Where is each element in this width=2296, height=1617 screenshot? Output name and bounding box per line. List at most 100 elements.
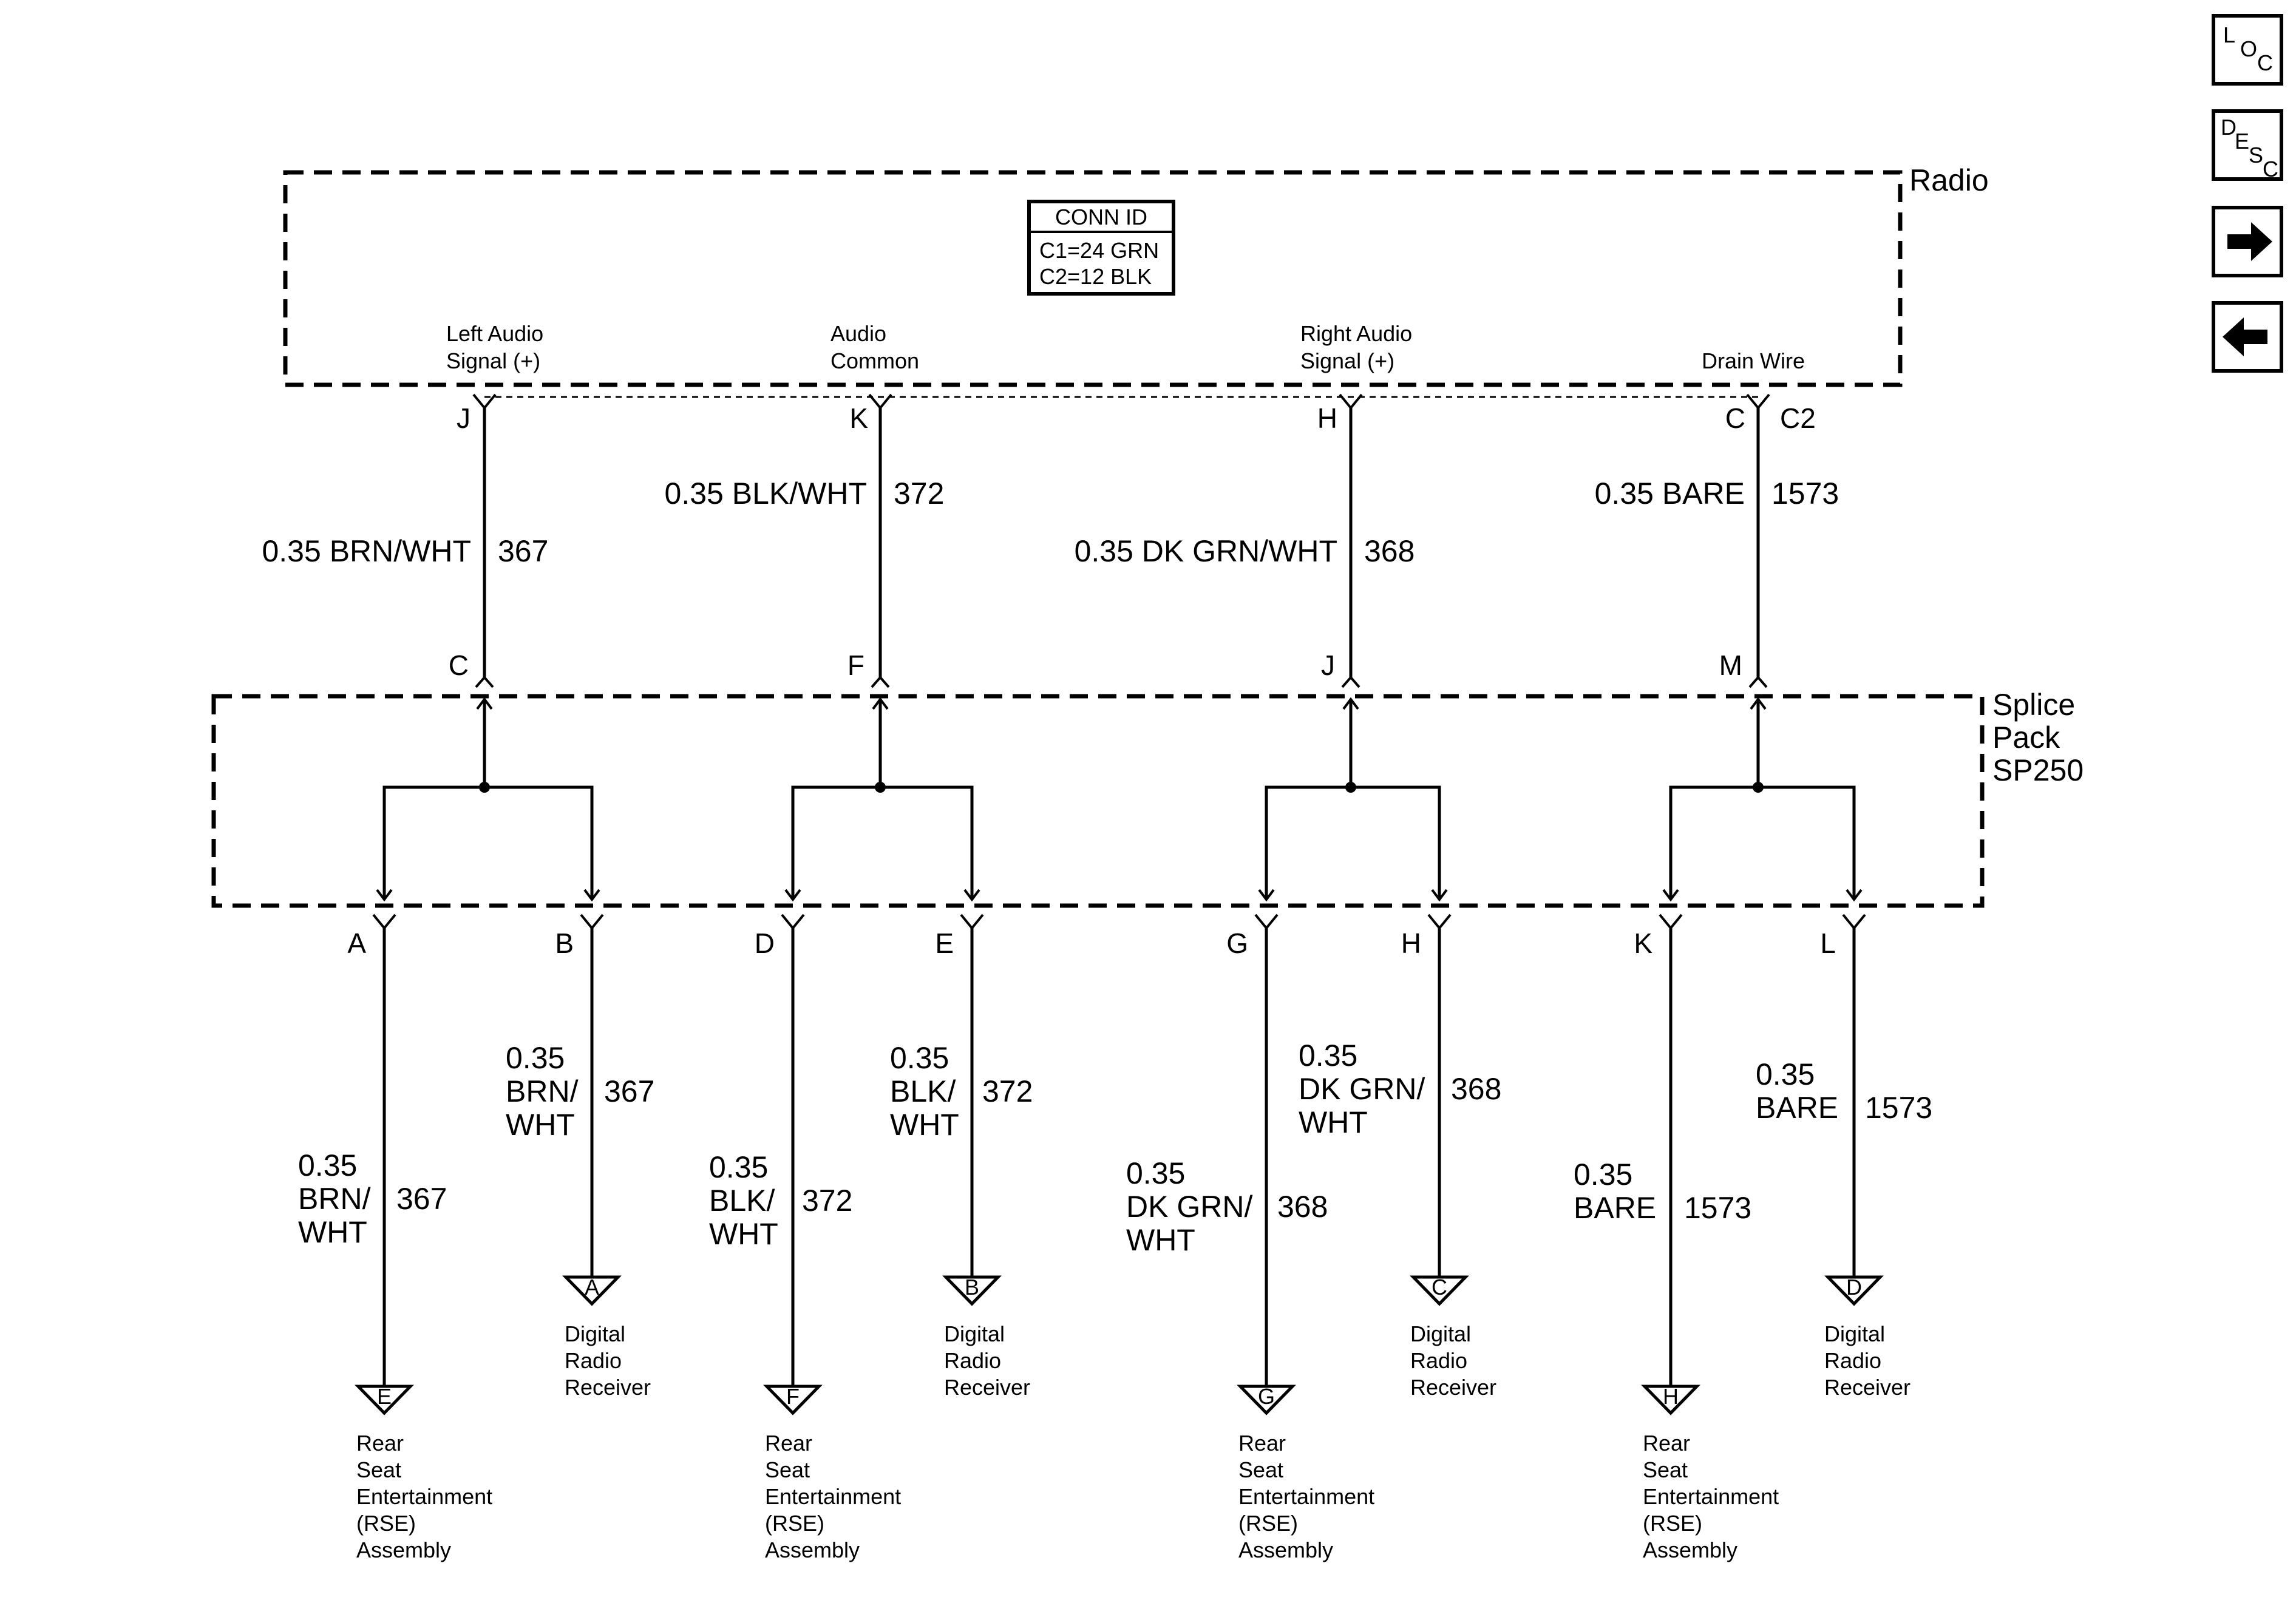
svg-text:(RSE): (RSE) bbox=[1643, 1511, 1702, 1536]
lower-label-l: 0.35 BARE 1573 bbox=[1756, 1057, 1932, 1125]
svg-text:0.35: 0.35 bbox=[298, 1148, 357, 1182]
splice-pack-label-2: Pack bbox=[1992, 720, 2060, 754]
svg-text:Entertainment: Entertainment bbox=[765, 1484, 901, 1509]
radio-pin-k: K bbox=[849, 402, 868, 434]
signal-label-right-audio-1: Right Audio bbox=[1300, 321, 1412, 346]
svg-text:(RSE): (RSE) bbox=[356, 1511, 416, 1536]
upper-wire-1573 bbox=[1746, 393, 1770, 688]
svg-text:(RSE): (RSE) bbox=[1238, 1511, 1298, 1536]
destination-digital-radio-receiver-1: Digital Radio Receiver bbox=[565, 1321, 651, 1400]
desc-button[interactable]: D E S C bbox=[2212, 109, 2283, 181]
svg-text:D: D bbox=[1846, 1275, 1862, 1300]
svg-text:Radio: Radio bbox=[1824, 1348, 1881, 1373]
conn-id-line2: C2=12 BLK bbox=[1039, 264, 1152, 289]
svg-text:BRN/: BRN/ bbox=[298, 1182, 371, 1216]
circuit-367-upper: 367 bbox=[498, 534, 548, 568]
lower-wire-d bbox=[781, 914, 805, 1386]
offpage-connector-b[interactable]: B bbox=[942, 1275, 1002, 1306]
conn-id-table: CONN ID C1=24 GRN C2=12 BLK bbox=[1027, 200, 1175, 296]
svg-text:Digital: Digital bbox=[1410, 1321, 1471, 1346]
upper-wire-368 bbox=[1339, 393, 1363, 688]
svg-text:0.35: 0.35 bbox=[1756, 1057, 1815, 1091]
svg-text:WHT: WHT bbox=[298, 1215, 367, 1249]
next-button[interactable] bbox=[2212, 206, 2283, 277]
svg-text:BLK/: BLK/ bbox=[890, 1074, 956, 1108]
back-button[interactable] bbox=[2212, 301, 2283, 373]
svg-text:0.35: 0.35 bbox=[1574, 1158, 1632, 1192]
signal-label-drain-wire: Drain Wire bbox=[1702, 348, 1805, 373]
svg-text:(RSE): (RSE) bbox=[765, 1511, 824, 1536]
loc-button[interactable]: L O C bbox=[2212, 14, 2283, 86]
offpage-connector-h[interactable]: H bbox=[1641, 1384, 1700, 1415]
lower-wire-g bbox=[1254, 914, 1279, 1386]
conn-id-title: CONN ID bbox=[1055, 205, 1147, 229]
offpage-connector-f[interactable]: F bbox=[763, 1384, 823, 1415]
svg-text:O: O bbox=[2240, 36, 2257, 61]
radio-connector-c2: C2 bbox=[1780, 402, 1816, 434]
svg-text:Receiver: Receiver bbox=[565, 1375, 651, 1400]
svg-text:0.35: 0.35 bbox=[506, 1041, 565, 1075]
radio-pin-c: C bbox=[1725, 402, 1745, 434]
destination-rse-assembly-3: Rear Seat Entertainment (RSE) Assembly bbox=[1238, 1431, 1374, 1562]
wire-label-brn-wht: 0.35 BRN/WHT bbox=[262, 534, 471, 568]
splice-pin-d: D bbox=[755, 927, 775, 959]
svg-text:BARE: BARE bbox=[1756, 1091, 1838, 1125]
lower-wire-l bbox=[1842, 914, 1866, 1277]
svg-text:Receiver: Receiver bbox=[1824, 1375, 1911, 1400]
svg-text:E: E bbox=[2235, 129, 2249, 154]
svg-text:BRN/: BRN/ bbox=[506, 1074, 579, 1108]
svg-text:368: 368 bbox=[1451, 1072, 1501, 1106]
lower-wire-k bbox=[1659, 914, 1683, 1386]
svg-text:C: C bbox=[2263, 157, 2278, 181]
destination-rse-assembly-2: Rear Seat Entertainment (RSE) Assembly bbox=[765, 1431, 901, 1562]
svg-text:C: C bbox=[2257, 50, 2273, 75]
signal-label-left-audio-1: Left Audio bbox=[446, 321, 543, 346]
offpage-connector-e[interactable]: E bbox=[355, 1384, 414, 1415]
svg-text:Radio: Radio bbox=[1410, 1348, 1467, 1373]
destination-digital-radio-receiver-2: Digital Radio Receiver bbox=[944, 1321, 1030, 1400]
lower-label-k: 0.35 BARE 1573 bbox=[1574, 1158, 1751, 1225]
svg-text:Assembly: Assembly bbox=[1238, 1537, 1333, 1562]
svg-text:A: A bbox=[585, 1275, 599, 1300]
splice-branch-372 bbox=[784, 697, 980, 902]
svg-text:D: D bbox=[2221, 115, 2237, 140]
lower-wire-h bbox=[1427, 914, 1452, 1277]
splice-pin-e: E bbox=[935, 927, 954, 959]
offpage-connector-d[interactable]: D bbox=[1824, 1275, 1884, 1306]
splice-pack-box bbox=[211, 694, 1985, 908]
right-arrow-icon bbox=[2227, 222, 2272, 261]
left-arrow-icon bbox=[2223, 317, 2267, 356]
svg-text:Seat: Seat bbox=[1643, 1457, 1688, 1482]
lower-wire-b bbox=[580, 914, 604, 1277]
signal-label-audio-common-1: Audio bbox=[830, 321, 886, 346]
radio-label: Radio bbox=[1909, 163, 1989, 197]
svg-text:Seat: Seat bbox=[1238, 1457, 1283, 1482]
lower-label-e: 0.35 BLK/ WHT 372 bbox=[890, 1041, 1033, 1142]
radio-component: Radio CONN ID C1=24 GRN C2=12 BLK Left A… bbox=[283, 163, 1989, 387]
svg-text:B: B bbox=[965, 1275, 979, 1300]
svg-text:Seat: Seat bbox=[765, 1457, 810, 1482]
conn-id-line1: C1=24 GRN bbox=[1039, 238, 1159, 263]
svg-text:WHT: WHT bbox=[506, 1108, 575, 1142]
destination-digital-radio-receiver-3: Digital Radio Receiver bbox=[1410, 1321, 1496, 1400]
svg-text:BLK/: BLK/ bbox=[709, 1184, 775, 1218]
svg-text:Digital: Digital bbox=[944, 1321, 1005, 1346]
offpage-connector-c[interactable]: C bbox=[1410, 1275, 1469, 1306]
splice-pin-g: G bbox=[1226, 927, 1248, 959]
svg-text:WHT: WHT bbox=[709, 1217, 778, 1251]
lower-wire-a bbox=[372, 914, 396, 1386]
svg-text:WHT: WHT bbox=[890, 1108, 959, 1142]
svg-text:WHT: WHT bbox=[1299, 1105, 1368, 1139]
splice-pack-label-3: SP250 bbox=[1992, 753, 2084, 787]
svg-text:Entertainment: Entertainment bbox=[356, 1484, 492, 1509]
svg-text:1573: 1573 bbox=[1865, 1091, 1932, 1125]
offpage-connector-g[interactable]: G bbox=[1237, 1384, 1296, 1415]
radio-pin-j: J bbox=[457, 402, 470, 434]
svg-text:F: F bbox=[786, 1384, 800, 1409]
svg-text:1573: 1573 bbox=[1684, 1191, 1751, 1225]
offpage-connector-a[interactable]: A bbox=[562, 1275, 622, 1306]
splice-pack-sp250: Splice Pack SP250 bbox=[211, 688, 2084, 908]
svg-text:Seat: Seat bbox=[356, 1457, 401, 1482]
svg-text:S: S bbox=[2249, 143, 2263, 168]
